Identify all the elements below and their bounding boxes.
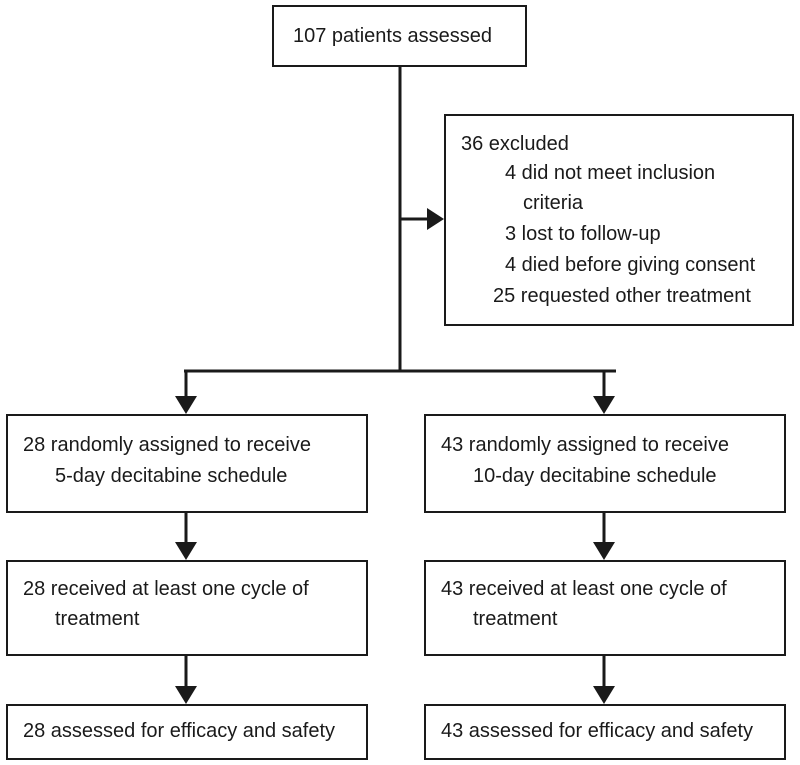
assessed-box [272, 5, 527, 67]
right-treated-arrowhead [593, 542, 615, 560]
arm-10day-randomised-line-2: 10-day decitabine schedule [473, 465, 717, 487]
arm-10day-treated-line-1: 43 received at least one cycle of [441, 578, 727, 600]
arm-5day-randomised-line-2: 5-day decitabine schedule [55, 465, 288, 487]
arm-10day-treated-line-2: treatment [473, 608, 558, 630]
arm-10day-randomised-box [424, 414, 786, 513]
left-treated-arrowhead [175, 542, 197, 560]
right-randomised-arrowhead [593, 396, 615, 414]
excluded-reason-inclusion-cont: criteria [523, 192, 584, 214]
assessed-label: 107 patients assessed [293, 25, 493, 47]
right-analysed-arrowhead [593, 686, 615, 704]
arm-5day-treated-box [6, 560, 368, 656]
left-analysed-arrowhead [175, 686, 197, 704]
excluded-title: 36 excluded [461, 133, 569, 155]
arm-10day-analysed-box [424, 704, 786, 760]
excluded-reason-lost: 3 lost to follow-up [505, 223, 661, 245]
arm-10day-analysed-label: 43 assessed for efficacy and safety [441, 720, 754, 742]
excluded-reason-other-treatment: 25 requested other treatment [493, 285, 751, 307]
excluded-box [444, 114, 794, 326]
arm-5day-randomised-box [6, 414, 368, 513]
exclusion-arrowhead [427, 208, 444, 230]
arm-5day-analysed-box [6, 704, 368, 760]
excluded-reason-inclusion: 4 did not meet inclusion [505, 162, 716, 184]
arm-5day-treated-line-1: 28 received at least one cycle of [23, 578, 309, 600]
left-randomised-arrowhead [175, 396, 197, 414]
arm-10day-treated-box [424, 560, 786, 656]
excluded-reason-died: 4 died before giving consent [505, 254, 756, 276]
arm-10day-randomised-line-1: 43 randomly assigned to receive [441, 434, 729, 456]
arm-5day-analysed-label: 28 assessed for efficacy and safety [23, 720, 336, 742]
arm-5day-treated-line-2: treatment [55, 608, 140, 630]
arm-5day-randomised-line-1: 28 randomly assigned to receive [23, 434, 311, 456]
